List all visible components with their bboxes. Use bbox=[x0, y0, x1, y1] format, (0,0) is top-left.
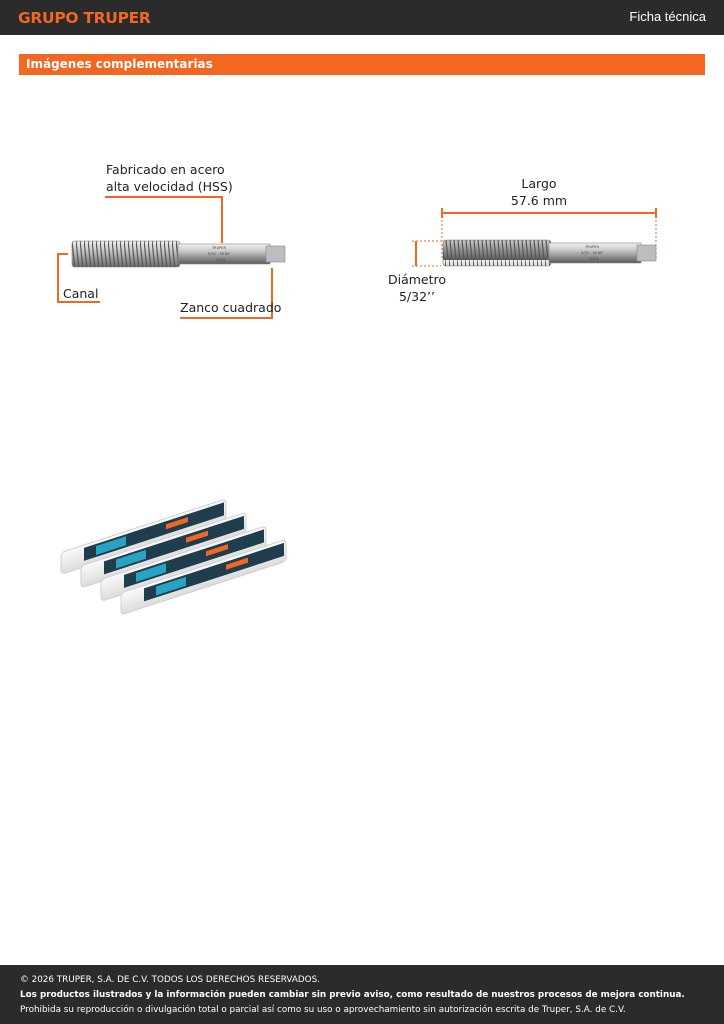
header-bar: GRUPO TRUPER Ficha técnica bbox=[0, 0, 724, 35]
footer-prohibition: Prohibida su reproducción o divulgación … bbox=[20, 1005, 626, 1015]
svg-text:H.S.S.: H.S.S. bbox=[589, 257, 599, 261]
leader-flute bbox=[57, 253, 100, 303]
section-title: Imágenes complementarias bbox=[26, 57, 213, 71]
footer-disclaimer: Los productos ilustrados y la informació… bbox=[20, 990, 685, 1000]
leader-shank bbox=[180, 268, 273, 319]
tap-dimensions-figure: TRUPER 5/32 - 36 NF H.S.S. Largo 57.6 mm… bbox=[385, 170, 675, 310]
callout-material: Fabricado en acero alta velocidad (HSS) bbox=[106, 162, 233, 194]
tap-dimensions-diagram: TRUPER 5/32 - 36 NF H.S.S. bbox=[412, 208, 657, 267]
leader-material bbox=[105, 196, 223, 243]
packaged-taps-illustration bbox=[60, 499, 287, 615]
callout-shank: Zanco cuadrado bbox=[180, 300, 282, 315]
svg-text:5/32 - 36 NF: 5/32 - 36 NF bbox=[581, 251, 603, 255]
footer: © 2026 TRUPER, S.A. DE C.V. TODOS LOS DE… bbox=[0, 965, 724, 1024]
tap-features-diagram: TRUPER 5/32 - 36 NF H.S.S. bbox=[57, 196, 286, 319]
tap-thread-body bbox=[71, 240, 181, 268]
tap-features-figure: TRUPER 5/32 - 36 NF H.S.S. Fabricado en … bbox=[40, 150, 340, 330]
callout-flute: Canal bbox=[63, 286, 99, 301]
engraving-size: 5/32 - 36 NF bbox=[208, 252, 230, 256]
tap-square-end bbox=[265, 245, 286, 263]
callout-length: Largo 57.6 mm bbox=[510, 176, 568, 208]
footer-copyright: © 2026 TRUPER, S.A. DE C.V. TODOS LOS DE… bbox=[20, 975, 320, 985]
tap-square-end-2 bbox=[636, 244, 657, 262]
tap-thread-body-2 bbox=[442, 239, 552, 267]
document-type: Ficha técnica bbox=[629, 9, 706, 24]
packages-stack bbox=[60, 499, 287, 615]
callout-diameter: Diámetro 5/32’’ bbox=[387, 272, 447, 304]
brand-logo: GRUPO TRUPER bbox=[18, 9, 151, 27]
engraving-material: H.S.S. bbox=[216, 258, 226, 262]
packaging-image bbox=[52, 484, 300, 619]
svg-text:TRUPER: TRUPER bbox=[584, 245, 599, 249]
section-header: Imágenes complementarias bbox=[19, 54, 705, 75]
engraving-brand: TRUPER bbox=[211, 246, 226, 250]
